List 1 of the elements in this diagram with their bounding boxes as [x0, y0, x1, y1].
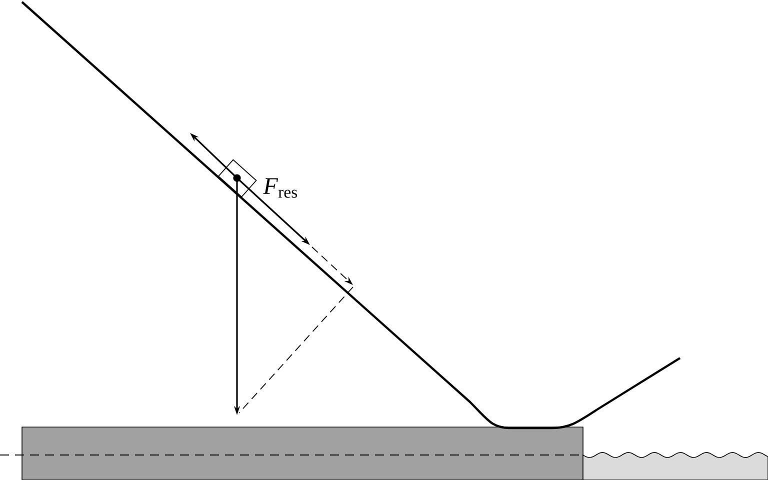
force-label: F$_{res}$: [263, 178, 298, 198]
